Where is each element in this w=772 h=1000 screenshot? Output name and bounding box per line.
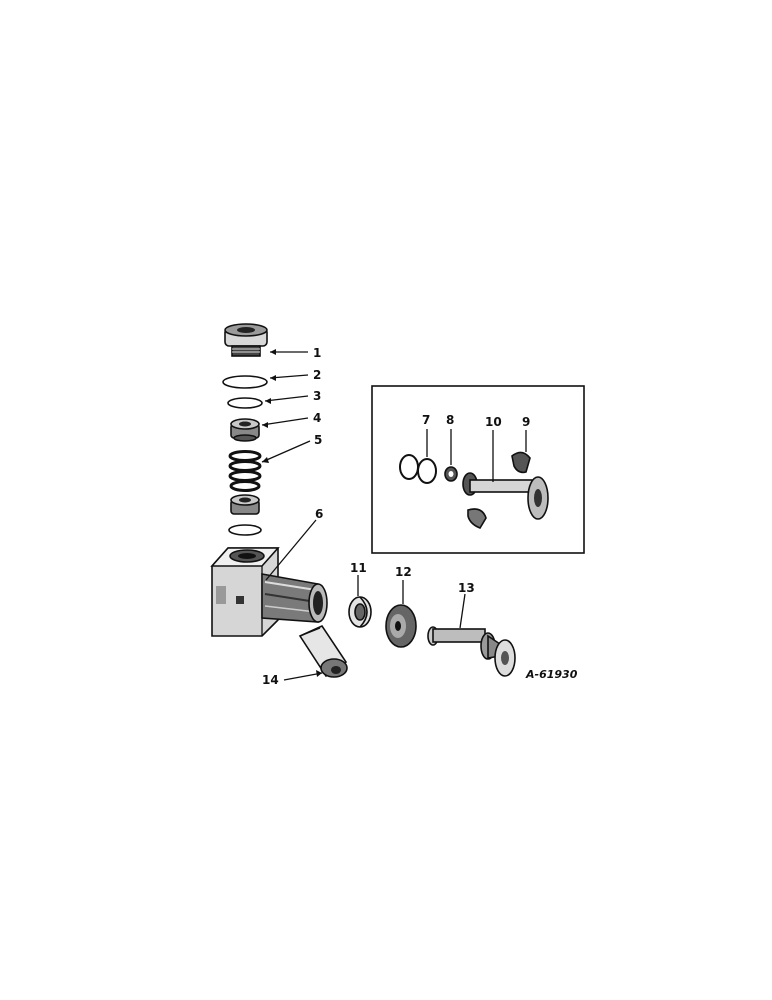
callout-13: 13 bbox=[458, 581, 475, 595]
part-12-disk bbox=[385, 604, 417, 648]
callout-5: 5 bbox=[314, 433, 322, 447]
ring-lower bbox=[228, 524, 262, 536]
part-13-spool bbox=[427, 626, 516, 677]
callout-3: 3 bbox=[313, 389, 321, 403]
valve-seat-lower bbox=[230, 494, 260, 515]
callout-8: 8 bbox=[446, 413, 454, 427]
part-2-o-ring bbox=[222, 375, 268, 389]
part-10-spool bbox=[462, 472, 549, 520]
callout-14: 14 bbox=[262, 673, 279, 687]
callout-2: 2 bbox=[313, 368, 321, 382]
part-1-plug bbox=[224, 323, 268, 357]
callout-7: 7 bbox=[422, 413, 430, 427]
callout-10: 10 bbox=[485, 415, 502, 429]
callout-4: 4 bbox=[313, 411, 321, 425]
part-5-spring bbox=[228, 450, 262, 492]
part-7-washers bbox=[399, 454, 437, 484]
part-6-valve-body bbox=[210, 547, 328, 637]
leader-lines bbox=[261, 349, 527, 681]
callout-11: 11 bbox=[350, 561, 367, 575]
callout-12: 12 bbox=[395, 565, 412, 579]
part-8-ring bbox=[444, 466, 458, 482]
part-11-washer bbox=[348, 596, 372, 628]
callout-6: 6 bbox=[315, 507, 323, 521]
part-9-keepers bbox=[467, 451, 531, 529]
part-3-ring bbox=[227, 397, 263, 409]
inset-frame bbox=[371, 385, 585, 554]
drawing-number: A-61930 bbox=[525, 668, 578, 681]
part-4-valve-seat bbox=[230, 418, 260, 442]
callout-1: 1 bbox=[313, 346, 321, 360]
part-14-fitting bbox=[298, 624, 348, 678]
callout-9: 9 bbox=[522, 415, 530, 429]
